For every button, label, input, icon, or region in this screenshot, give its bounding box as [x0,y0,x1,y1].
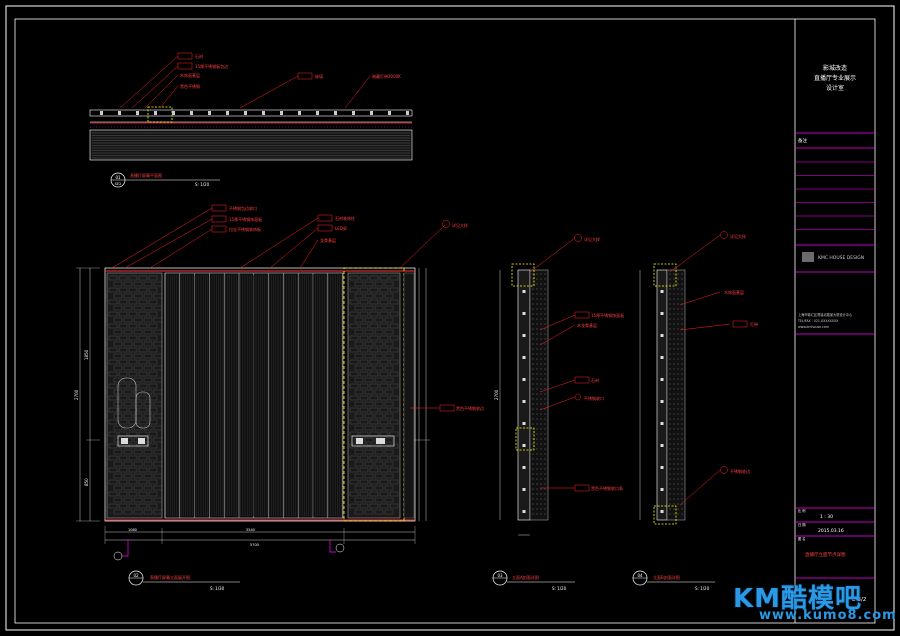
dim-elev-total: 5700 [250,543,259,547]
sec-a-tag-1: 详见大样 [584,236,600,242]
company-addr3: www.kmhouse.com [798,325,829,329]
plan-view: 石材 15厚不锈钢板包边 木饰面基层 黑色不锈钢 玻璃 暗藏灯带3000K 01… [89,52,413,188]
scale-label: 比 例 [798,508,805,513]
plan-sub: SE2 [115,182,122,186]
section-b: 详见大样 木饰面基层 灯带 不锈钢收边 04 立面B剖面详图 S: 1/20 [632,231,758,591]
right-switch-panel [351,435,395,447]
elevation-label: 02 直播厅屏幕立面展开图 S: 1/30 [128,570,240,591]
outer-border [5,5,895,631]
plan-tag-4: 黑色不锈钢 [180,83,200,89]
sec-b-scale: S: 1/20 [695,586,710,591]
plan-tag-3: 木饰面基层 [180,72,200,78]
sec-b-tag-3: 灯带 [750,321,758,327]
title-block: 影城改造 直播厅专业展示 设计室 备注 KMC HOUSE DESIGN 上海市… [794,19,875,623]
date-value: 2015.03.16 [818,528,844,534]
elev-title: 直播厅屏幕立面展开图 [150,574,190,580]
inner-border [14,18,876,624]
dim-elev-side-left: 1080 [128,528,137,532]
drawing-name-value: 直播厅立面节点详图 [805,551,846,558]
dim-height-top: 1850 [84,349,89,360]
plan-scale: S: 1/20 [195,182,210,187]
plan-tag-1: 石材 [195,53,203,59]
elev-scale: S: 1/30 [210,586,225,591]
elev-no: 02 [133,573,139,578]
dim-elev-mid: 3540 [246,528,255,532]
sec-a-title: 立面A剖面详图 [512,574,539,580]
watermark-logo: KM酷模吧 [733,584,863,614]
elev-tag-1: 不锈钢包边收口 [229,205,257,211]
sec-a-tag-5: 不锈钢收口 [584,395,604,401]
sec-a-tag-2: 15厚不锈钢饰面板 [591,312,624,318]
company-name: KMC HOUSE DESIGN [818,255,864,261]
elevation-tags: 不锈钢包边收口 15厚不锈钢饰面板 拉丝不锈钢装饰板 石材装饰柱 LED屏 龙骨… [111,204,484,412]
company-logo [802,252,814,262]
sec-a-no: 03 [497,573,503,578]
section-a: 2700 详见大样 15厚不锈钢饰面板 木龙骨基层 石材 不锈钢收口 黑色不锈钢… [492,234,624,591]
project-line2: 直播厅专业展示 [814,74,856,82]
left-switch-panel [117,435,149,447]
elev-tag-5: LED屏 [335,225,347,231]
elev-tag-8: 黑色不锈钢收边 [456,405,484,411]
watermark: KM酷模吧 www.kumo8.com [733,578,896,628]
project-line3: 设计室 [826,84,844,92]
elevation-dimensions: 2700 1850 850 1080 3540 5700 [74,267,430,561]
sec-b-title: 立面B剖面详图 [653,574,680,580]
plan-label: 01 SE2 直播厅屏幕平面图 S: 1/20 [110,172,220,188]
plan-no: 01 [115,175,121,180]
plan-tag-5: 玻璃 [315,73,323,79]
company-addr1: 上海市徐汇区漕溪北路某大厦设计中心 [798,312,853,317]
drawing-name-label: 图 名 [798,536,805,541]
sec-a-scale: S: 1/20 [552,586,567,591]
plan-tag-6: 暗藏灯带3000K [372,73,401,79]
sheet-no: E-3/2 [852,597,866,603]
sec-b-tag-4: 不锈钢收边 [730,468,750,474]
elev-tag-3: 拉丝不锈钢装饰板 [229,226,261,232]
plan-tags: 石材 15厚不锈钢板包边 木饰面基层 黑色不锈钢 玻璃 暗藏灯带3000K [119,52,401,109]
company-addr2: TEL/FAX : 021-XXXXXXXX [797,319,839,323]
sec-a-height: 2700 [494,389,499,400]
dim-height-bot: 850 [84,478,89,486]
project-line1: 影城改造 [823,64,847,72]
elevation-view: 2700 1850 850 1080 3540 5700 [74,204,484,591]
elev-tag-4: 石材装饰柱 [335,215,355,221]
dim-height-total: 2700 [74,389,79,400]
remark-label: 备注 [798,137,807,144]
date-label: 日 期 [798,522,805,527]
left-panel-arch-2 [135,391,151,429]
sec-a-tag-6: 黑色不锈钢收口条 [591,485,623,491]
elev-tag-7: 详见大样 [452,222,468,228]
plan-title: 直播厅屏幕平面图 [130,172,162,178]
elev-tag-2: 15厚不锈钢饰面板 [229,216,262,222]
watermark-url: www.kumo8.com [759,608,897,623]
sec-a-tag-4: 石材 [591,377,599,383]
elev-tag-6: 龙骨基层 [320,237,336,243]
sec-b-tag-2: 木饰面基层 [724,289,744,295]
plan-tag-2: 15厚不锈钢板包边 [195,63,228,69]
scale-value: 1 : 30 [820,514,833,520]
sec-b-no: 04 [637,573,643,578]
sec-b-tag-1: 详见大样 [730,233,746,239]
sec-a-tag-3: 木龙骨基层 [577,322,597,328]
